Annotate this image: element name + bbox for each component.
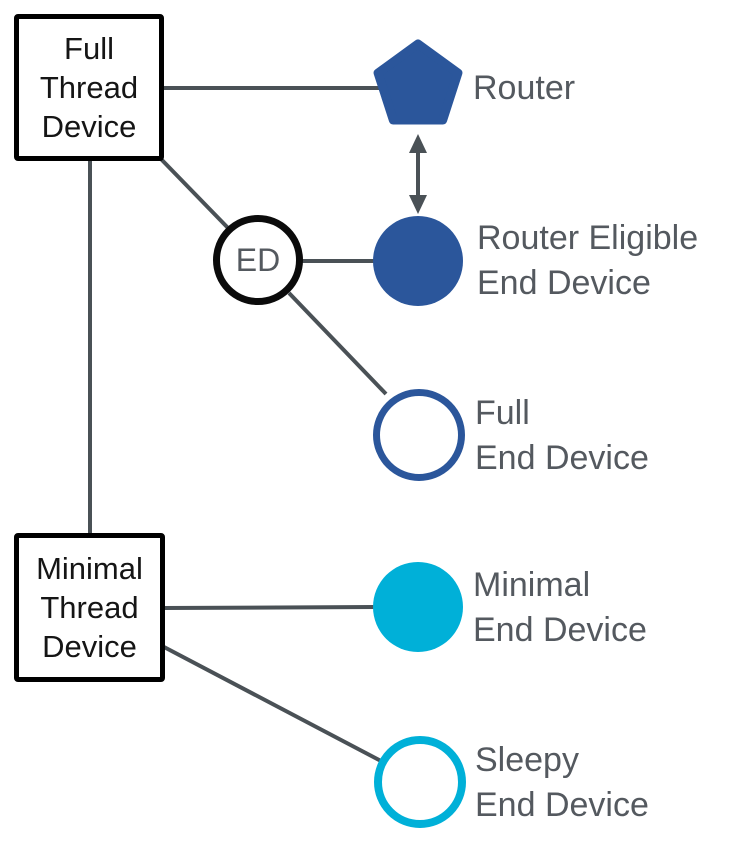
router-pentagon-icon: [373, 39, 463, 125]
minimal-thread-device-label: Minimal Thread Device: [36, 551, 143, 664]
bidirectional-arrow: [409, 134, 427, 214]
minimal-end-device-label: Minimal End Device: [473, 566, 647, 649]
minimal-thread-device-box: Minimal Thread Device: [14, 533, 165, 682]
sleepy-end-device-icon: [374, 736, 466, 828]
edge-ed-fed: [287, 291, 388, 396]
full-thread-device-box: Full Thread Device: [14, 14, 164, 161]
edge-mtd-sed: [163, 645, 382, 763]
end-device-badge-label: ED: [235, 241, 281, 278]
edge-ftd-ed: [158, 156, 231, 231]
minimal-end-device-icon: [373, 562, 463, 652]
full-end-device-icon: [373, 389, 465, 481]
end-device-badge: ED: [213, 215, 303, 305]
full-end-device-label: Full End Device: [475, 394, 649, 477]
sleepy-end-device-label: Sleepy End Device: [475, 741, 649, 824]
full-thread-device-label: Full Thread Device: [39, 31, 139, 144]
edge-mtd-med: [163, 605, 375, 610]
router-eligible-end-device-icon: [373, 216, 463, 306]
router-eligible-end-device-label: Router Eligible End Device: [477, 219, 699, 302]
router-label: Router: [473, 69, 576, 107]
